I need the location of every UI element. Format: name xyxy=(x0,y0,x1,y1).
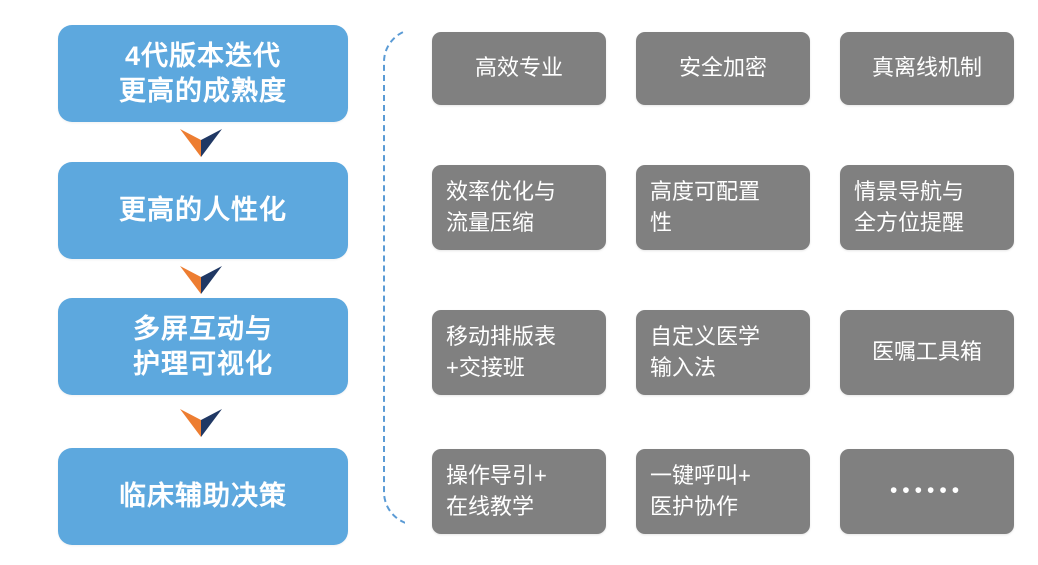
feature-cell-label: •••••• xyxy=(889,479,965,503)
feature-cell[interactable]: 操作导引+ 在线教学 xyxy=(432,449,606,534)
chevron-down-arrow-1-icon xyxy=(180,129,222,157)
feature-cell[interactable]: •••••• xyxy=(840,449,1014,534)
feature-cell[interactable]: 情景导航与 全方位提醒 xyxy=(840,165,1014,250)
feature-cell-label: 高度可配置 性 xyxy=(650,179,761,235)
flow-step-2[interactable]: 更高的人性化 xyxy=(58,162,348,259)
feature-cell-label: 安全加密 xyxy=(678,55,767,81)
flow-step-1[interactable]: 4代版本迭代 更高的成熟度 xyxy=(58,25,348,122)
flow-step-2-label: 更高的人性化 xyxy=(119,195,287,226)
flow-step-4-label: 临床辅助决策 xyxy=(119,481,287,512)
feature-cell-label: 效率优化与 流量压缩 xyxy=(446,179,557,235)
feature-cell[interactable]: 一键呼叫+ 医护协作 xyxy=(636,449,810,534)
feature-cell-label: 医嘱工具箱 xyxy=(871,339,982,365)
chevron-down-arrow-3-icon xyxy=(180,409,222,437)
flow-step-3[interactable]: 多屏互动与 护理可视化 xyxy=(58,298,348,395)
feature-cell-label: 高效专业 xyxy=(474,55,563,81)
feature-cell-label: 真离线机制 xyxy=(871,55,982,81)
feature-cell[interactable]: 安全加密 xyxy=(636,32,810,105)
feature-cell[interactable]: 移动排版表 +交接班 xyxy=(432,310,606,395)
feature-cell[interactable]: 效率优化与 流量压缩 xyxy=(432,165,606,250)
feature-cell-label: 操作导引+ 在线教学 xyxy=(446,463,547,519)
feature-cell[interactable]: 高度可配置 性 xyxy=(636,165,810,250)
feature-cell-label: 一键呼叫+ 医护协作 xyxy=(650,463,751,519)
feature-cell-label: 情景导航与 全方位提醒 xyxy=(854,179,965,235)
feature-cell[interactable]: 高效专业 xyxy=(432,32,606,105)
feature-cell[interactable]: 自定义医学 输入法 xyxy=(636,310,810,395)
feature-grid: 高效专业 安全加密 真离线机制 效率优化与 流量压缩 高度可配置 性 情景导航与… xyxy=(432,32,1014,534)
feature-cell[interactable]: 医嘱工具箱 xyxy=(840,310,1014,395)
feature-cell-label: 自定义医学 输入法 xyxy=(650,324,761,380)
chevron-down-arrow-2-icon xyxy=(180,266,222,294)
flow-step-1-label: 4代版本迭代 更高的成熟度 xyxy=(119,40,287,106)
flow-step-4[interactable]: 临床辅助决策 xyxy=(58,448,348,545)
feature-cell[interactable]: 真离线机制 xyxy=(840,32,1014,105)
feature-cell-label: 移动排版表 +交接班 xyxy=(446,324,557,380)
flow-step-3-label: 多屏互动与 护理可视化 xyxy=(133,313,273,379)
